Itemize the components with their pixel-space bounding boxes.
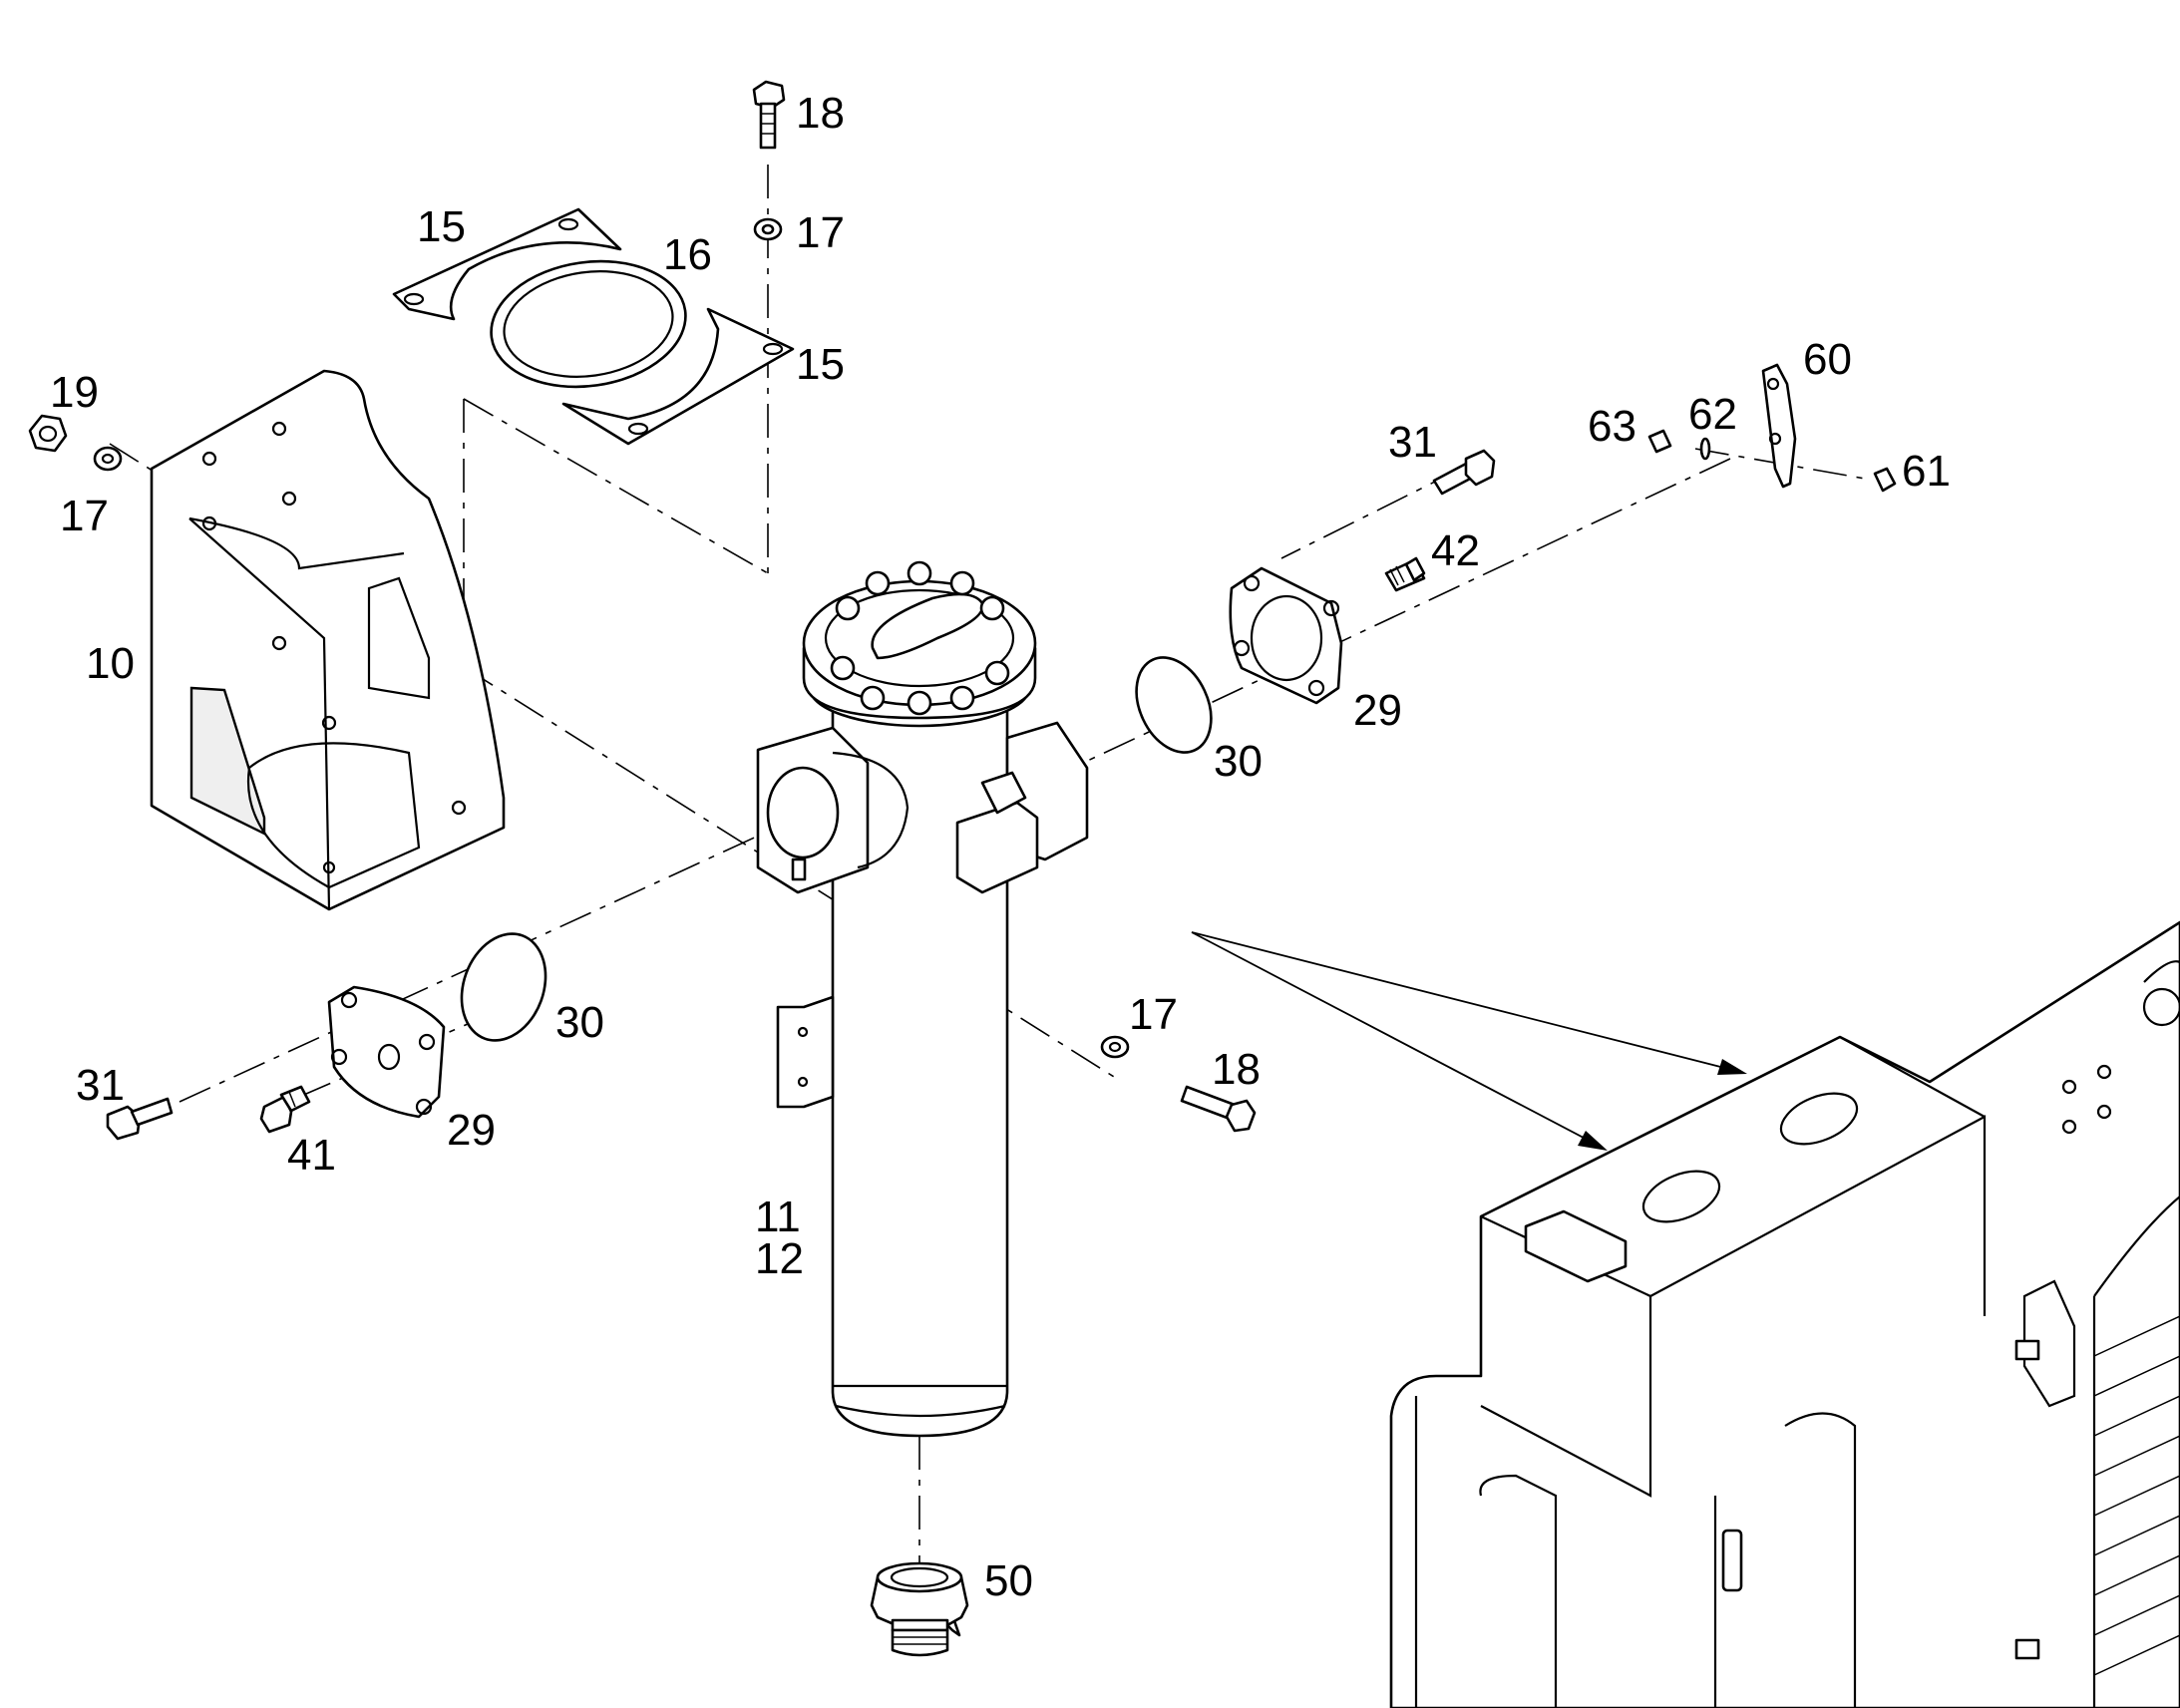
nut-63: [1647, 429, 1672, 454]
washer-17-lower: [1100, 1035, 1130, 1059]
callout-50: 50: [984, 1556, 1033, 1605]
callout-30: 30: [555, 998, 604, 1047]
screw-61: [1873, 467, 1897, 493]
callout-62: 62: [1688, 390, 1737, 439]
callout-17: 17: [1129, 990, 1178, 1039]
callout-41: 41: [287, 1131, 336, 1180]
filter-housing: [756, 560, 1089, 1438]
plug-42: [1384, 556, 1426, 592]
callout-15: 15: [796, 340, 845, 389]
seal-ring-16: [490, 259, 687, 389]
callout-31: 31: [1388, 418, 1437, 467]
callout-29: 29: [447, 1106, 496, 1155]
callout-17: 17: [796, 208, 845, 257]
reference-arrows: [1191, 931, 1747, 1151]
bolt-31-lower: [106, 1097, 174, 1141]
washer-62: [1699, 437, 1711, 461]
gasket-15-upper: [392, 207, 622, 321]
bracket-60: [1761, 363, 1797, 489]
flange-29-left: [327, 985, 446, 1119]
bolt-31-upper: [1432, 449, 1496, 496]
cover-bolts: [830, 560, 1010, 716]
callout-61: 61: [1902, 447, 1951, 496]
washer-17-top: [753, 217, 783, 241]
bracket-10: [150, 369, 506, 911]
callout-16: 16: [663, 230, 712, 279]
callout-60: 60: [1803, 335, 1852, 384]
callout-29: 29: [1353, 686, 1402, 735]
gasket-15-lower: [561, 307, 795, 446]
seal-ring-30-left: [460, 932, 547, 1042]
callout-42: 42: [1431, 526, 1480, 575]
callout-10: 10: [86, 639, 135, 688]
callout-63: 63: [1588, 402, 1636, 451]
callout-12: 12: [755, 1234, 804, 1283]
bolt-18-lower: [1180, 1085, 1257, 1133]
bolt-18-top: [752, 80, 786, 150]
callout-18: 18: [796, 89, 845, 138]
plug-41: [259, 1085, 311, 1134]
callout-30: 30: [1214, 737, 1263, 786]
callout-19: 19: [50, 368, 99, 417]
callout-labels: 18 17 15 16 15 19 17 10 60 62 63 61 31 4…: [50, 89, 1951, 1605]
callout-11: 11: [755, 1193, 801, 1241]
nut-19: [28, 414, 68, 453]
callout-31: 31: [76, 1061, 125, 1110]
callout-18: 18: [1212, 1045, 1261, 1094]
callout-17: 17: [60, 492, 109, 540]
callout-15: 15: [417, 202, 466, 251]
drain-fitting-50: [870, 1561, 969, 1657]
mounting-frame: [1389, 920, 2180, 1708]
flange-29-right: [1229, 566, 1343, 705]
washer-17-left: [93, 446, 123, 472]
seal-ring-30-right: [1135, 656, 1213, 754]
